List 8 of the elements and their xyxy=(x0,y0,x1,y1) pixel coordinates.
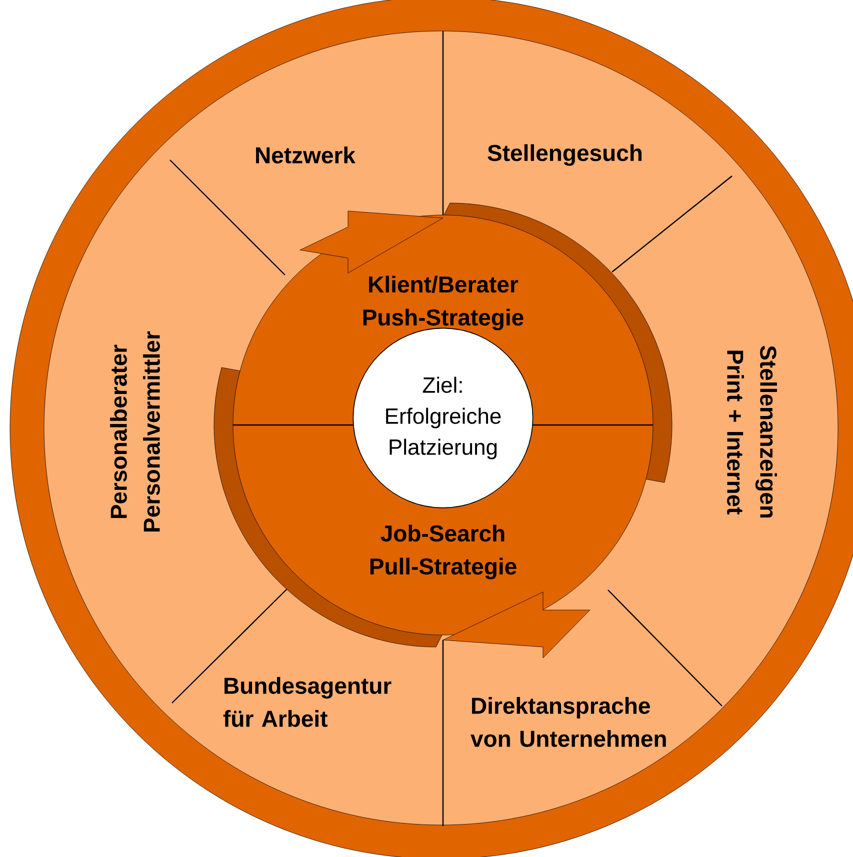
sector-label: Bundesagentur für Arbeit xyxy=(223,677,392,727)
sector-label: Stellenanzeigen Print + Internet xyxy=(727,346,777,518)
sector-label: Personalberater Personalvermittler xyxy=(110,331,160,532)
strategy-label: Klient/Berater Push-Strategie xyxy=(363,276,524,330)
strategy-label: Job-Search Pull-Strategie xyxy=(370,524,516,580)
sector-label: Netzwerk xyxy=(256,146,356,164)
sector-label: Direktansprache von Unternehmen xyxy=(470,697,666,747)
sector-label: Stellengesuch xyxy=(488,144,642,166)
